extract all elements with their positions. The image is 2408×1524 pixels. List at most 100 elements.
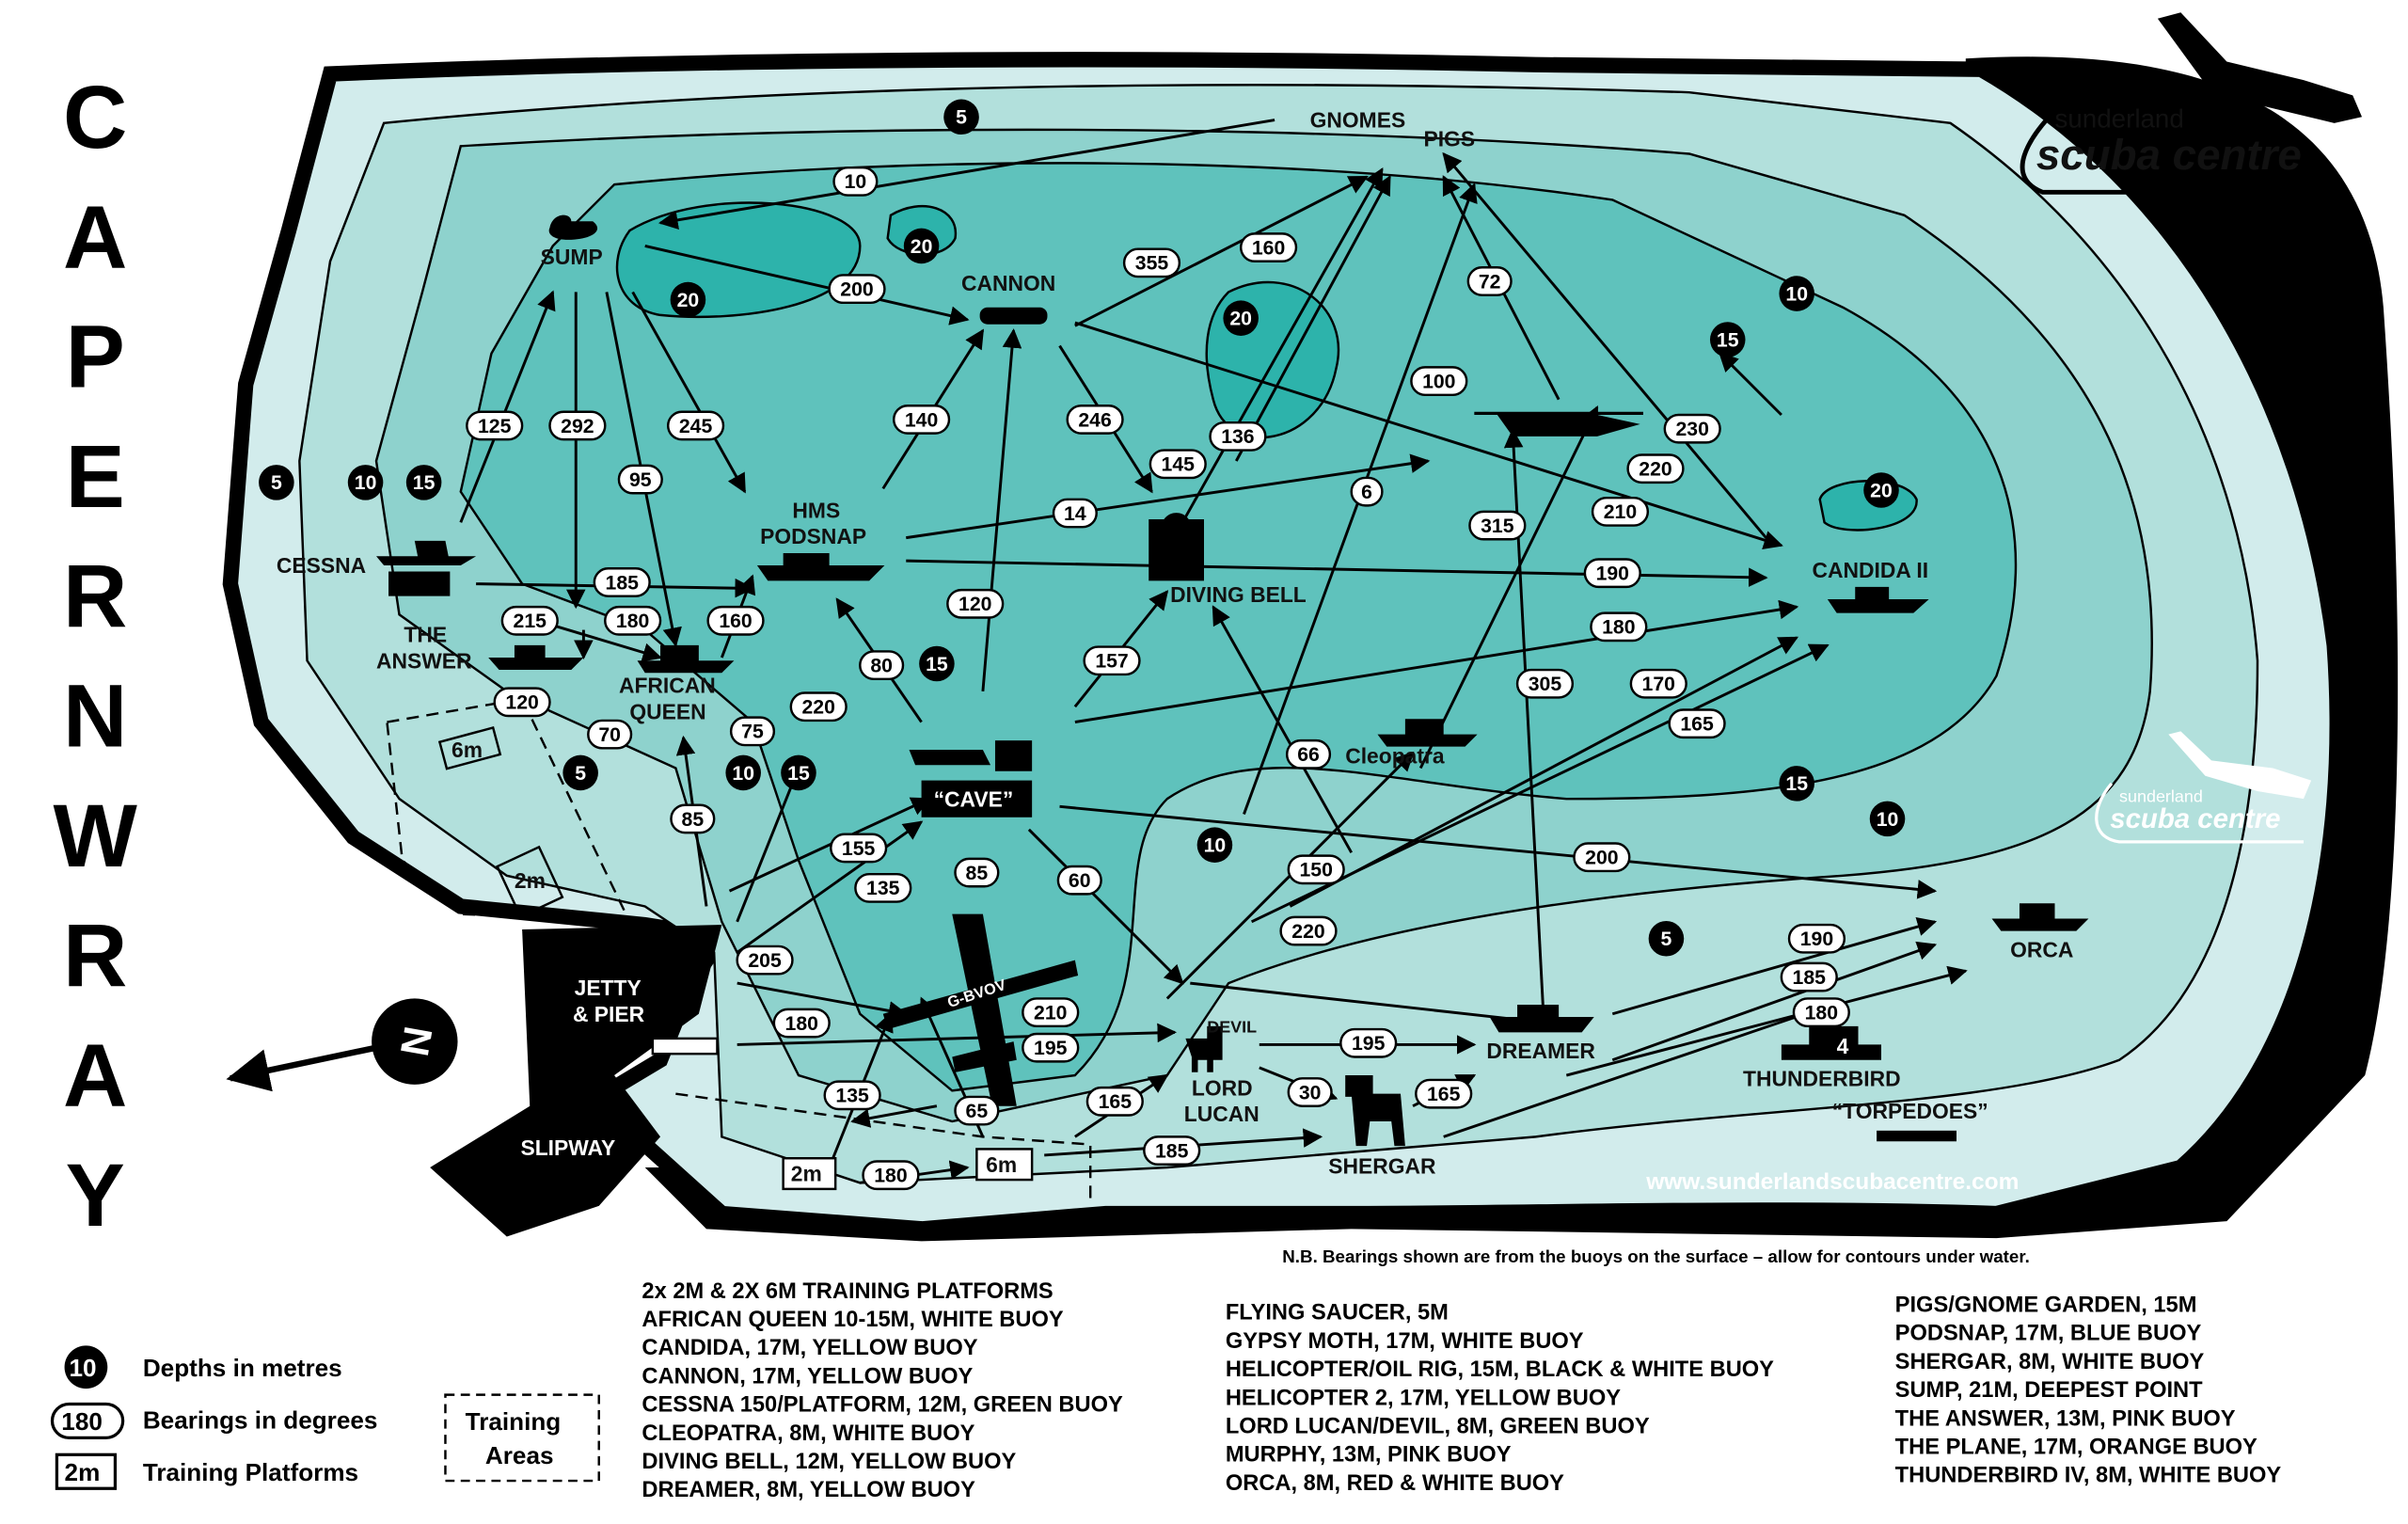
svg-text:246: 246 (1078, 409, 1112, 431)
site-list-item: CLEOPATRA, 8M, WHITE BUOY (642, 1421, 974, 1446)
dreamer-boat-icon[interactable] (1489, 1004, 1594, 1033)
podsnap-boat-icon[interactable] (756, 552, 885, 581)
bearing-label: 195 (1339, 1027, 1398, 1058)
cleopatra-boat-icon[interactable] (1377, 719, 1478, 747)
thunderbird-icon[interactable] (1781, 1025, 1881, 1060)
bearing-arrow (1418, 405, 1599, 770)
helicopter-icon[interactable] (1474, 411, 1643, 437)
svg-text:170: 170 (1642, 674, 1675, 695)
svg-text:10: 10 (355, 472, 377, 494)
platform-2m-north[interactable]: 2m (496, 845, 564, 918)
bearing-arrow (1074, 175, 1369, 327)
bearing-arrow (631, 291, 747, 494)
site-list-item: CESSNA 150/PLATFORM, 12M, GREEN BUOY (642, 1393, 1123, 1418)
bearing-arrow (1059, 804, 1938, 899)
bearing-label: 6 (1350, 476, 1384, 507)
label-jetty[interactable]: JETTY (575, 976, 642, 1000)
label-cave[interactable]: “CAVE” (934, 786, 1014, 811)
svg-text:220: 220 (1639, 459, 1671, 481)
cessna-plane-icon[interactable] (376, 540, 477, 596)
svg-text:65: 65 (966, 1101, 989, 1122)
label-hms[interactable]: HMS (792, 498, 840, 522)
site-list-item: HELICOPTER 2, 17M, YELLOW BUOY (1226, 1386, 1621, 1410)
label-candida[interactable]: CANDIDA II (1813, 558, 1929, 582)
torpedoes-icon[interactable] (1877, 1130, 1956, 1142)
bearing-arrow (981, 328, 1022, 692)
label-african[interactable]: AFRICAN (619, 674, 716, 698)
platform-2m-south[interactable]: 2m (782, 1156, 837, 1191)
candida-boat-icon[interactable] (1827, 586, 1929, 613)
svg-text:20: 20 (1870, 480, 1893, 501)
bearing-arrow (1027, 828, 1184, 985)
svg-text:100: 100 (1422, 371, 1455, 392)
bearing-label: 120 (946, 588, 1005, 619)
svg-text:185: 185 (606, 572, 640, 594)
training-area-south[interactable] (675, 1092, 1092, 1199)
label-gnomes[interactable]: GNOMES (1310, 108, 1406, 133)
label-diving-bell[interactable]: DIVING BELL (1170, 582, 1307, 607)
cannon-icon[interactable] (979, 307, 1048, 325)
legend-platform-label: Training Platforms (143, 1458, 358, 1486)
label-sump[interactable]: SUMP (541, 245, 603, 269)
platform-6m-north[interactable]: 6m (437, 726, 502, 770)
devil-horse-icon[interactable] (1185, 1025, 1223, 1072)
site-list-item: CANNON, 17M, YELLOW BUOY (642, 1364, 973, 1389)
label-cessna[interactable]: CESSNA (277, 553, 366, 578)
bearing-label: 180 (1590, 611, 1648, 643)
depth-marker: 20 (1223, 300, 1259, 336)
label-lucan[interactable]: LUCAN (1184, 1102, 1259, 1126)
platform-6m-south[interactable]: 6m (975, 1148, 1034, 1182)
bearing-arrow (1719, 352, 1782, 417)
label-thunderbird[interactable]: THUNDERBIRD (1743, 1066, 1901, 1090)
bearing-label: 200 (1573, 842, 1631, 873)
bearing-label: 195 (1022, 1032, 1080, 1063)
site-list-item: SHERGAR, 8M, WHITE BUOY (1895, 1350, 2205, 1374)
svg-text:120: 120 (958, 594, 991, 615)
svg-text:145: 145 (1162, 454, 1196, 476)
label-pigs[interactable]: PIGS (1423, 126, 1475, 151)
label-pier[interactable]: & PIER (573, 1002, 645, 1026)
depth-marker: 15 (781, 754, 816, 791)
depth-marker: 5 (1648, 920, 1685, 957)
svg-text:15: 15 (926, 654, 948, 675)
label-the[interactable]: THE (404, 623, 447, 647)
label-lord[interactable]: LORD (1192, 1075, 1253, 1100)
orca-boat-icon[interactable] (1991, 903, 2089, 931)
label-torpedoes[interactable]: “TORPEDOES” (1832, 1099, 1988, 1123)
label-podsnap[interactable]: PODSNAP (760, 524, 866, 548)
title-letter: R (63, 906, 127, 1006)
label-devil[interactable]: DEVIL (1207, 1017, 1257, 1036)
label-shergar[interactable]: SHERGAR (1328, 1154, 1436, 1179)
legend-depth-label: Depths in metres (143, 1354, 342, 1382)
shergar-horse-icon[interactable] (1345, 1075, 1405, 1147)
diving-bell-icon[interactable] (1149, 513, 1204, 581)
bearing-label: 165 (1415, 1078, 1473, 1109)
african-queen-boat-icon[interactable] (637, 644, 735, 674)
label-dreamer[interactable]: DREAMER (1486, 1039, 1595, 1063)
sump-duck-icon[interactable] (548, 214, 598, 240)
flying-saucer-icon[interactable] (909, 740, 1033, 771)
diver-icon (2157, 12, 2363, 123)
svg-text:5: 5 (956, 107, 967, 129)
legend-bearing-label: Bearings in degrees (143, 1406, 378, 1435)
gypsy-moth-plane-icon[interactable] (882, 913, 1079, 1106)
svg-text:180: 180 (61, 1407, 103, 1436)
label-slipway[interactable]: SLIPWAY (520, 1135, 615, 1160)
label-cannon[interactable]: CANNON (961, 271, 1055, 295)
training-area-north[interactable] (386, 697, 632, 924)
site-list-item: DREAMER, 8M, YELLOW BUOY (642, 1478, 975, 1502)
label-queen[interactable]: QUEEN (629, 699, 705, 723)
bearing-label: 140 (892, 405, 951, 435)
label-answer[interactable]: ANSWER (376, 648, 472, 673)
the-answer-boat-icon[interactable] (488, 644, 584, 671)
depth-marker: 15 (1779, 766, 1814, 802)
label-cleopatra[interactable]: Cleopatra (1345, 744, 1445, 769)
label-orca[interactable]: ORCA (2010, 937, 2073, 961)
svg-text:2m: 2m (791, 1162, 822, 1186)
wreck-icons (376, 214, 2089, 1147)
bearing-label: 200 (828, 274, 886, 305)
website-link[interactable]: www.sunderlandscubacentre.com (1645, 1169, 2019, 1195)
svg-text:15: 15 (413, 472, 436, 494)
site-list-item: GYPSY MOTH, 17M, WHITE BUOY (1226, 1329, 1584, 1354)
cave-sign[interactable] (921, 780, 1033, 818)
